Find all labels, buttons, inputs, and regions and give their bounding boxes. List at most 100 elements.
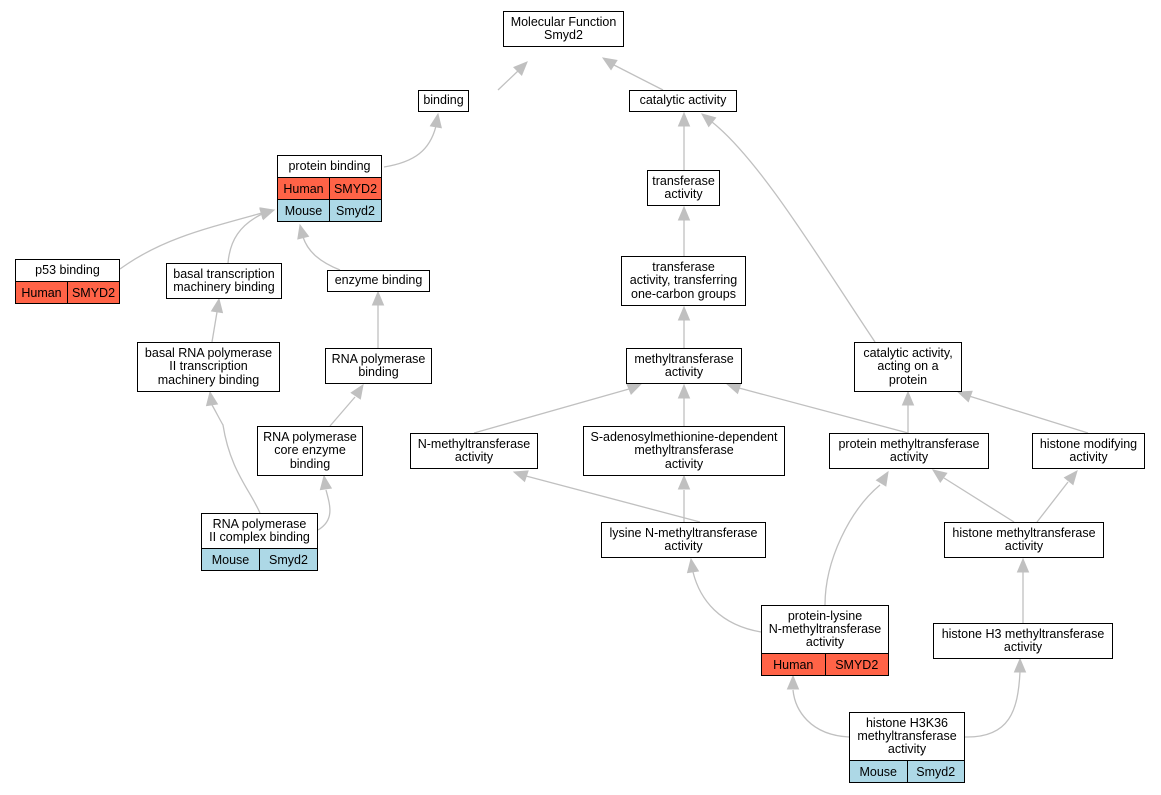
node-label-line: II complex binding	[209, 530, 310, 544]
node-label-line: protein	[888, 372, 928, 387]
edge-line	[317, 489, 331, 531]
node-label-line: protein-lysine	[787, 608, 863, 623]
edge-arrowhead	[1013, 657, 1027, 673]
species-label: Mouse	[859, 764, 898, 779]
species-label: Mouse	[284, 203, 323, 218]
node-label-line: lysine N-methyltransferase	[609, 525, 758, 540]
species-label: Mouse	[211, 552, 250, 567]
node-label-line: activity	[454, 450, 494, 464]
node-label-line: machinery binding	[173, 280, 275, 294]
edge-arrowhead	[677, 474, 691, 490]
species-label: Human	[283, 181, 324, 196]
edge-arrowhead	[1063, 470, 1078, 486]
edge-line	[613, 64, 664, 91]
node-enzyme-binding[interactable]: enzyme binding	[327, 270, 430, 292]
node-label-line: N-methyltransferase	[417, 436, 531, 451]
edge-arrowhead	[686, 557, 700, 574]
node-label-line: core enzyme	[274, 443, 346, 458]
node-label-line: activity, transferring	[629, 273, 738, 288]
node-label-line: activity	[664, 456, 704, 471]
edge-arrowhead	[677, 305, 691, 321]
edge-line	[473, 388, 630, 434]
edge-arrowhead	[901, 390, 915, 406]
edge-line	[383, 125, 437, 168]
edge-arrowhead	[677, 111, 691, 127]
node-binding[interactable]: binding	[418, 90, 469, 112]
node-catalytic-activity[interactable]: catalytic activity	[629, 90, 737, 112]
node-label-line: histone H3 methyltransferase	[941, 626, 1105, 641]
edge-line	[211, 404, 261, 514]
node-label-line: S-adenosylmethionine-dependent	[590, 430, 778, 445]
edge-line	[1036, 481, 1069, 523]
node-label-line: activity	[664, 539, 703, 553]
species-annotation-row: Mouse Smyd2	[278, 199, 381, 221]
edge-line	[738, 387, 909, 434]
edge-line	[943, 477, 1015, 523]
edge-line	[227, 213, 263, 264]
species-label: Human	[21, 285, 62, 300]
node-label-line: activity	[887, 742, 927, 757]
node-label-line: transferase	[652, 260, 715, 275]
edge-arrowhead	[875, 470, 889, 487]
node-label-line: Molecular Function	[510, 14, 617, 29]
edge-arrowhead	[677, 383, 691, 399]
edge-arrowhead	[725, 382, 742, 395]
gene-symbol: SMYD2	[329, 178, 381, 199]
edge-line	[211, 311, 218, 343]
edge-arrowhead	[700, 113, 717, 128]
node-label-line: RNA polymerase	[263, 430, 357, 445]
edge-arrowhead	[601, 57, 618, 71]
node-label-line: RNA polymerase	[212, 516, 307, 531]
node-label-line: activity	[805, 635, 845, 650]
node-label-line: activity	[1004, 539, 1044, 553]
gene-symbol: Smyd2	[329, 200, 381, 221]
edge-arrowhead	[205, 390, 219, 407]
species-annotation-row: Human SMYD2	[278, 177, 381, 199]
node-label-line: acting on a	[877, 359, 939, 374]
edge-line	[964, 671, 1021, 738]
node-label-line: binding	[289, 456, 331, 471]
edge-arrowhead	[259, 208, 276, 221]
node-label-line: catalytic activity	[639, 93, 727, 108]
species-annotation-row: Human SMYD2	[16, 281, 119, 303]
edge-arrowhead	[677, 205, 691, 221]
edge-line	[968, 395, 1089, 434]
edge-line	[119, 212, 263, 270]
edge-arrowhead	[350, 383, 364, 400]
gene-symbol: SMYD2	[67, 282, 119, 303]
edge-line	[329, 396, 356, 427]
node-label-line: activity	[889, 450, 929, 464]
node-label-line: protein methyltransferase	[838, 436, 980, 451]
species-label: Human	[773, 657, 814, 672]
edge-arrowhead	[429, 112, 442, 129]
node-label-line: protein binding	[288, 158, 371, 173]
edge-arrowhead	[210, 297, 224, 314]
edge-line	[497, 69, 520, 91]
node-label-line: catalytic activity,	[863, 346, 953, 361]
edge-arrowhead	[512, 470, 529, 483]
edge-line	[711, 121, 876, 343]
